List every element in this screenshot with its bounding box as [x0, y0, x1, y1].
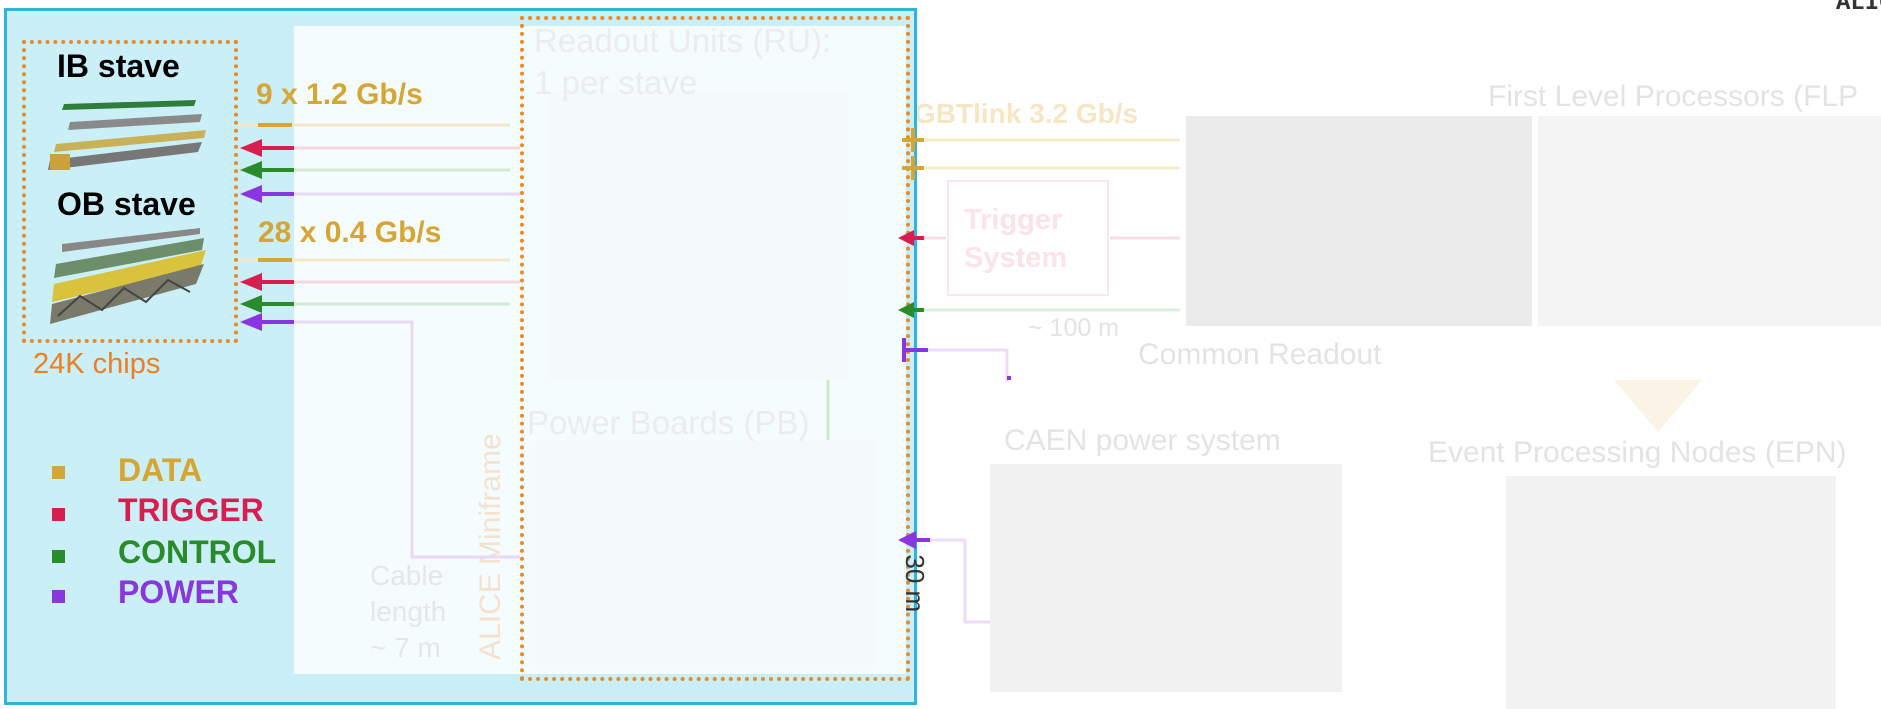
readout-units-subtitle: 1 per stave	[534, 64, 698, 101]
power-boards-label: Power Boards (PB)	[527, 404, 810, 441]
stave-frame	[22, 40, 238, 343]
ob-stave-image	[50, 224, 210, 330]
ob-rate-label: 28 x 0.4 Gb/s	[258, 216, 442, 249]
flp-racks-photo	[1538, 116, 1881, 326]
chips-label: 24K chips	[33, 348, 161, 380]
gbt-rate-label: GBTlink 3.2 Gb/s	[914, 98, 1139, 129]
faded-area	[294, 26, 906, 674]
ib-stave-title: IB stave	[57, 48, 180, 84]
readout-units-title: Readout Units (RU):	[534, 22, 832, 59]
ib-stave-image	[46, 92, 216, 178]
legend-data-swatch	[52, 466, 65, 479]
common-readout-label: Common Readout	[1138, 338, 1382, 371]
flp-photo	[1186, 116, 1532, 326]
cable-label-1: Cable	[370, 560, 444, 591]
ob-stave-title: OB stave	[57, 186, 196, 222]
corner-label: ALIC	[1836, 0, 1881, 17]
trigger-system-line2: System	[964, 242, 1068, 274]
caen-label: CAEN power system	[1004, 424, 1281, 457]
legend-power-label: POWER	[118, 574, 239, 610]
epn-arrow	[1614, 380, 1702, 432]
caen-photo	[990, 464, 1342, 692]
epn-label: Event Processing Nodes (EPN)	[1428, 436, 1847, 469]
trigger-system-box	[947, 180, 1109, 296]
ib-rate-label: 9 x 1.2 Gb/s	[256, 78, 423, 111]
legend-trigger-label: TRIGGER	[118, 492, 264, 528]
legend-trigger-swatch	[52, 508, 65, 521]
legend-power-swatch	[52, 590, 65, 603]
flp-label: First Level Processors (FLP	[1488, 80, 1859, 113]
legend-data-label: DATA	[118, 452, 203, 488]
epn-photo	[1506, 476, 1836, 709]
legend-control-label: CONTROL	[118, 534, 277, 570]
trigger-system-line1: Trigger	[964, 204, 1063, 236]
distance-100-label: ~ 100 m	[1028, 314, 1120, 342]
legend-control-swatch	[52, 550, 65, 563]
cable-label-3: ~ 7 m	[370, 632, 441, 663]
cable-label-2: length	[370, 596, 447, 627]
